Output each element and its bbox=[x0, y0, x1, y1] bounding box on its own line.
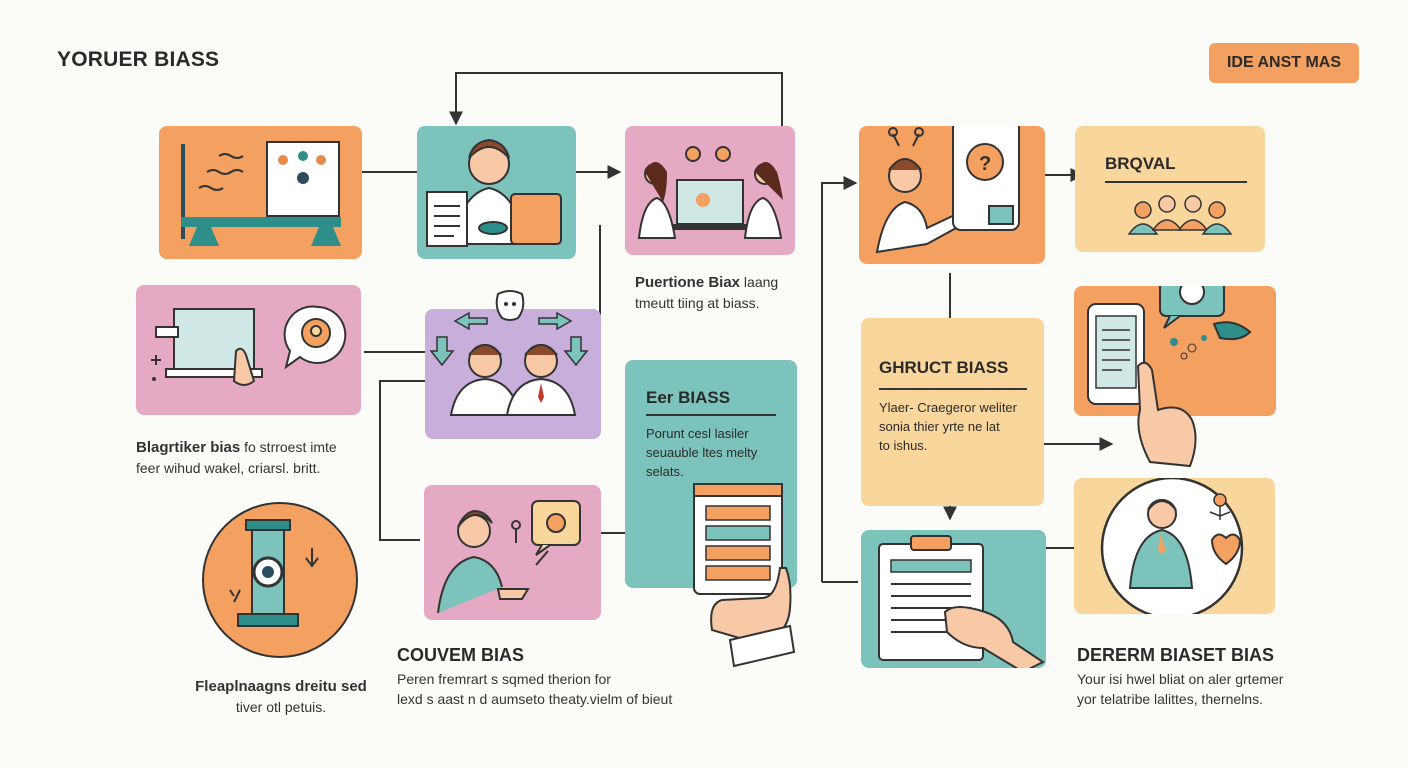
person-heart-card[interactable] bbox=[1074, 478, 1275, 614]
face-icon bbox=[495, 290, 525, 321]
couvem-heading: COUVEM BIAS bbox=[397, 645, 525, 665]
brqval-divider bbox=[1105, 181, 1247, 183]
pp-caption-bold: Puertione Biax bbox=[635, 274, 741, 291]
brqval-card[interactable]: BRQVAL bbox=[1075, 126, 1265, 252]
bottom-left-caption-line1: Fleaplnaagns dreitu sed bbox=[195, 678, 367, 695]
two-men-arrows-icon bbox=[429, 311, 589, 416]
left-caption-bold: Blagrtiker bias bbox=[136, 439, 241, 456]
page-title: YORUER BIASS bbox=[57, 48, 220, 71]
scientists-screen-card[interactable] bbox=[625, 126, 795, 255]
person-documents-card[interactable] bbox=[417, 126, 576, 259]
two-men-arrows-card[interactable] bbox=[425, 309, 601, 439]
ghruct-line3: to ishus. bbox=[879, 438, 928, 453]
person-phone-icon: ? bbox=[875, 126, 1020, 254]
dererm-line2: yor telatribe lalittes, thernelns. bbox=[1077, 691, 1263, 707]
brqval-heading: BRQVAL bbox=[1105, 154, 1176, 173]
left-caption-line2: feer wihud wakel, criarsl. britt. bbox=[136, 460, 321, 476]
left-caption: Blagrtiker bias fo strroest imte feer wi… bbox=[136, 437, 337, 478]
person-chat-icon bbox=[437, 500, 581, 614]
dererm-line1: Your isi hwel bliat on aler grtemer bbox=[1077, 671, 1284, 687]
dererm-body: Your isi hwel bliat on aler grtemer yor … bbox=[1077, 669, 1283, 709]
pp-caption-line2: tmeutt tiing at biass. bbox=[635, 295, 760, 311]
person-chat-card[interactable] bbox=[424, 485, 601, 620]
left-caption-rest: fo strroest imte bbox=[240, 439, 337, 455]
eer-line1: Porunt cesl lasiler bbox=[646, 426, 749, 441]
ghruct-line2: sonia thier yrte ne lat bbox=[879, 419, 1000, 434]
tablet-chat-card[interactable] bbox=[1074, 286, 1276, 416]
clipboard-hand-icon bbox=[878, 535, 1045, 668]
header-badge[interactable]: IDE ANST MAS bbox=[1209, 43, 1359, 83]
ghruct-line1: Ylaer- Craegeror weliter bbox=[879, 400, 1017, 415]
eer-body: Porunt cesl lasiler seuauble ltes melty … bbox=[646, 424, 757, 481]
person-heart-icon bbox=[1100, 478, 1244, 614]
scientists-screen-icon bbox=[637, 146, 783, 239]
couvem-body: Peren fremrart s sqmed therion for lexd … bbox=[397, 669, 672, 709]
svg-text:?: ? bbox=[979, 153, 991, 175]
presentation-board-icon bbox=[181, 141, 341, 246]
dererm-heading: DERERM BIASET BIAS bbox=[1077, 645, 1275, 665]
ghruct-divider bbox=[879, 388, 1027, 390]
eer-divider bbox=[646, 414, 776, 416]
tablet-hand-icon[interactable] bbox=[690, 480, 810, 670]
tablet-chat-icon bbox=[1087, 286, 1252, 405]
eer-heading: Eer BIASS bbox=[646, 388, 731, 407]
eer-line3: selats. bbox=[646, 464, 684, 479]
pp-caption: Puertione Biax laang tmeutt tiing at bia… bbox=[635, 272, 778, 313]
presentation-board-card[interactable] bbox=[159, 126, 362, 259]
bottom-left-caption: Fleaplnaagns dreitu sed tiver otl petuis… bbox=[186, 676, 376, 717]
ghruct-body: Ylaer- Craegeror weliter sonia thier yrt… bbox=[879, 398, 1017, 455]
couvem-line1: Peren fremrart s sqmed therion for bbox=[397, 671, 611, 687]
person-phone-card[interactable]: ? bbox=[859, 126, 1045, 264]
pointing-hand-icon bbox=[1136, 361, 1197, 468]
machine-circle-icon[interactable] bbox=[200, 500, 360, 660]
people-group-icon bbox=[1127, 195, 1233, 235]
laptop-idea-icon bbox=[151, 305, 347, 386]
pp-caption-rest: laang bbox=[740, 274, 779, 290]
person-documents-icon bbox=[426, 138, 562, 247]
clipboard-hand-card[interactable] bbox=[861, 530, 1046, 668]
ghruct-heading: GHRUCT BIASS bbox=[879, 358, 1009, 377]
couvem-line2: lexd s aast n d aumseto theaty.vielm of … bbox=[397, 691, 673, 707]
bottom-left-caption-line2: tiver otl petuis. bbox=[235, 699, 327, 715]
eer-line2: seuauble ltes melty bbox=[646, 445, 758, 460]
ghruct-bias-card[interactable]: GHRUCT BIASS Ylaer- Craegeror weliter so… bbox=[861, 318, 1044, 506]
laptop-idea-card[interactable] bbox=[136, 285, 361, 415]
